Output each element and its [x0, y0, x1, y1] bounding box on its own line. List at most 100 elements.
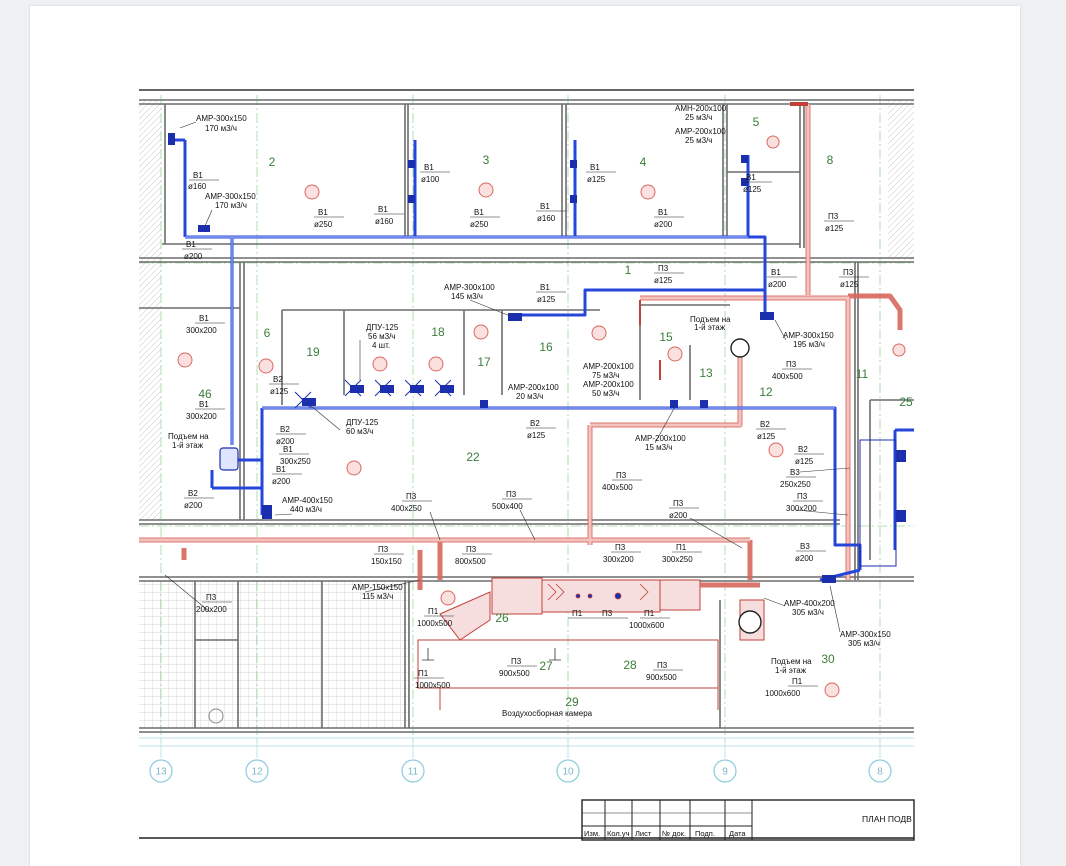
- room-number: 13: [699, 366, 713, 380]
- axis-bubble: [245, 759, 269, 783]
- diffuser-crosses: [294, 379, 452, 409]
- duct-label: 25 м3/ч: [685, 136, 712, 145]
- duct-label: АМР-300х150: [783, 331, 834, 340]
- room-number: 8: [827, 153, 834, 167]
- room-number: 1: [625, 263, 632, 277]
- hatch-zone: [139, 580, 409, 728]
- duct-label: В1: [746, 173, 756, 182]
- duct-label: 1000х500: [417, 619, 453, 628]
- duct-label: П3: [506, 490, 517, 499]
- duct-label: В1: [318, 208, 328, 217]
- duct-label: П1: [644, 609, 655, 618]
- fan-unit: [219, 447, 239, 471]
- riser-symbol-2: [738, 610, 762, 634]
- duct-label: 300х200: [186, 326, 217, 335]
- duct-label: 60 м3/ч: [346, 427, 373, 436]
- duct-label: 400х250: [391, 504, 422, 513]
- duct-label: ø160: [537, 214, 556, 223]
- room-number: 19: [306, 345, 320, 359]
- duct-label: В3: [800, 542, 810, 551]
- duct-label: ø200: [669, 511, 688, 520]
- duct-label: ø160: [375, 217, 394, 226]
- title-block: Изм. Кол.уч Лист № док. Подп. Дата ПЛАН …: [139, 799, 915, 841]
- axis-bubble: [149, 759, 173, 783]
- duct-label: 170 м3/ч: [215, 201, 247, 210]
- duct-label: ø200: [184, 252, 203, 261]
- duct-label: 50 м3/ч: [592, 389, 619, 398]
- duct-label: 300х200: [603, 555, 634, 564]
- duct-label: АМР-400х150: [282, 496, 333, 505]
- duct-label: П3: [206, 593, 217, 602]
- duct-label: АМР-200х100: [635, 434, 686, 443]
- duct-label: П3: [615, 543, 626, 552]
- duct-label: 75 м3/ч: [592, 371, 619, 380]
- duct-label: ø125: [537, 295, 556, 304]
- duct-label: В1: [186, 240, 196, 249]
- duct-label: П3: [797, 492, 808, 501]
- duct-label: ø250: [470, 220, 489, 229]
- duct-label: 300х200: [786, 504, 817, 513]
- room-number: 17: [477, 355, 491, 369]
- tb-col-1: Кол.уч: [607, 829, 630, 838]
- duct-label: 195 м3/ч: [793, 340, 825, 349]
- axis-number: 11: [408, 767, 419, 778]
- duct-label: ø250: [314, 220, 333, 229]
- duct-label: ø125: [743, 185, 762, 194]
- axis-bubble: [713, 759, 737, 783]
- duct-label: В1: [474, 208, 484, 217]
- duct-label: П3: [657, 661, 668, 670]
- duct-label: АМР-300х150: [196, 114, 247, 123]
- duct-label: 20 м3/ч: [516, 392, 543, 401]
- room-number: 28: [623, 658, 637, 672]
- duct-label: ø125: [795, 457, 814, 466]
- duct-label: В2: [798, 445, 808, 454]
- duct-label: 1000х500: [415, 681, 451, 690]
- duct-label: ø125: [654, 276, 673, 285]
- riser-symbol: [730, 338, 750, 358]
- duct-label: 15 м3/ч: [645, 443, 672, 452]
- room-number: 29: [565, 695, 579, 709]
- room-number: 11: [856, 367, 869, 381]
- duct-label: П1: [428, 607, 439, 616]
- duct-label: В1: [590, 163, 600, 172]
- duct-label: 56 м3/ч: [368, 332, 395, 341]
- tb-col-2: Лист: [635, 829, 652, 838]
- duct-label: ø125: [270, 387, 289, 396]
- duct-label: АМН-200х100: [675, 104, 727, 113]
- duct-label: В1: [276, 465, 286, 474]
- room-number: 25: [899, 395, 913, 409]
- duct-label: 1-й этаж: [694, 323, 726, 332]
- duct-label: ø200: [654, 220, 673, 229]
- duct-label: АМР-300х100: [444, 283, 495, 292]
- duct-label: В1: [378, 205, 388, 214]
- duct-label: 1-й этаж: [172, 441, 204, 450]
- duct-label: 900х500: [499, 669, 530, 678]
- duct-label: ø200: [276, 437, 295, 446]
- room-number: 4: [640, 155, 647, 169]
- duct-label: АМР-200х100: [508, 383, 559, 392]
- duct-label: В1: [199, 314, 209, 323]
- duct-label: П3: [378, 545, 389, 554]
- duct-label: 900х500: [646, 673, 677, 682]
- room-number: 27: [539, 659, 553, 673]
- duct-label: 25 м3/ч: [685, 113, 712, 122]
- duct-label: П3: [658, 264, 669, 273]
- room-number: 6: [264, 326, 271, 340]
- tb-col-4: Подп.: [695, 829, 715, 838]
- duct-label: П1: [418, 669, 429, 678]
- sheet-title: ПЛАН ПОДВ: [862, 814, 912, 824]
- duct-label: П1: [572, 609, 583, 618]
- duct-label: 115 м3/ч: [362, 592, 393, 601]
- duct-label: П3: [828, 212, 839, 221]
- duct-label: 1000х600: [765, 689, 801, 698]
- room-number: 12: [759, 385, 773, 399]
- duct-label: П3: [406, 492, 417, 501]
- duct-label: 300х200: [186, 412, 217, 421]
- duct-label: ø200: [768, 280, 787, 289]
- duct-label: АМР-300х150: [205, 192, 256, 201]
- duct-label: ø125: [840, 280, 859, 289]
- room-number: 26: [495, 611, 509, 625]
- axis-bubble: [556, 759, 580, 783]
